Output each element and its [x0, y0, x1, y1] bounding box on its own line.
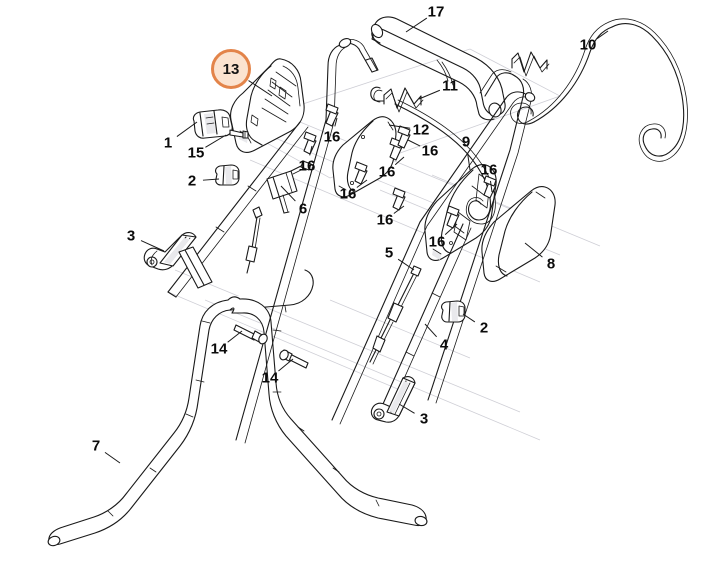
part-17-handle-grip	[370, 16, 506, 121]
leader-line	[424, 323, 437, 338]
part-14-bolt-a	[233, 324, 268, 345]
callout-label-4[interactable]: 4	[439, 336, 449, 354]
leader-line	[278, 358, 294, 372]
screw-16-g	[392, 187, 406, 211]
callout-label-3[interactable]: 3	[126, 227, 136, 245]
callout-label-7[interactable]: 7	[91, 437, 101, 455]
callout-label-1[interactable]: 1	[163, 134, 173, 152]
leader-line	[394, 156, 405, 166]
part-9-right-side-cover	[424, 164, 497, 261]
leader-line	[309, 145, 313, 156]
leader-line	[104, 451, 121, 464]
callout-label-16[interactable]: 16	[428, 233, 446, 251]
leader-line	[444, 223, 458, 236]
leader-line	[596, 30, 609, 40]
part-6-bracket	[266, 160, 312, 214]
wire-clip-right	[511, 51, 550, 77]
part-8-right-cover	[481, 186, 556, 282]
part-2-clip-right	[441, 300, 466, 323]
leader-line	[397, 258, 415, 271]
part-10-cable-loop	[510, 18, 688, 162]
part-7-lower-handle-bar	[47, 269, 428, 547]
part-1-clamp-block	[192, 109, 233, 139]
leader-line	[418, 89, 441, 100]
leader-line	[462, 313, 476, 323]
part-11-wire-clip	[370, 86, 424, 113]
screw-16-b	[303, 131, 317, 155]
part-16-screws	[303, 103, 497, 229]
callout-label-2[interactable]: 2	[479, 319, 489, 337]
callout-label-14[interactable]: 14	[261, 369, 279, 387]
part-3-lever-right	[370, 376, 416, 423]
leader-line	[334, 117, 338, 127]
screw-16-h	[446, 205, 460, 229]
leader-line	[205, 134, 227, 148]
leader-line	[248, 80, 273, 97]
leader-line	[227, 330, 243, 343]
callout-label-6[interactable]: 6	[298, 200, 308, 218]
callout-label-16[interactable]: 16	[480, 161, 498, 179]
callout-label-12[interactable]: 12	[412, 121, 430, 139]
part-14-bolt-b	[279, 349, 309, 369]
leader-line	[467, 152, 471, 171]
callout-label-16[interactable]: 16	[323, 128, 341, 146]
callout-label-3[interactable]: 3	[419, 410, 429, 428]
leader-line	[202, 178, 220, 181]
leader-line	[388, 124, 411, 129]
part-2-clip-left	[215, 164, 240, 186]
callout-label-16[interactable]: 16	[378, 163, 396, 181]
part-5-rod-right	[369, 265, 422, 365]
leader-line	[140, 240, 165, 252]
cable-rod-left	[245, 206, 263, 274]
leader-line	[176, 121, 198, 137]
callout-label-15[interactable]: 15	[187, 144, 205, 162]
callout-label-9[interactable]: 9	[461, 133, 471, 151]
callout-label-16[interactable]: 16	[376, 211, 394, 229]
leader-line	[407, 139, 421, 147]
leader-line	[489, 180, 493, 193]
callout-label-11[interactable]: 11	[442, 77, 458, 95]
part-12-left-side-cover	[332, 116, 397, 198]
callout-label-16[interactable]: 16	[339, 185, 357, 203]
leader-line	[356, 179, 368, 188]
callout-label-16[interactable]: 16	[298, 157, 316, 175]
callout-label-17[interactable]: 17	[427, 3, 445, 21]
leader-line	[280, 185, 296, 202]
callout-label-10[interactable]: 10	[579, 36, 597, 54]
part-13-console-panel	[230, 58, 305, 153]
upper-handle-tubes	[167, 38, 536, 444]
screw-16-a	[325, 103, 339, 127]
highlighted-part-badge-13[interactable]: 13	[211, 49, 251, 89]
leader-line	[405, 17, 428, 33]
screw-16-d	[397, 125, 411, 149]
callout-label-8[interactable]: 8	[546, 255, 556, 273]
callout-label-16[interactable]: 16	[421, 142, 439, 160]
leader-line	[524, 242, 543, 258]
callout-leader-lines	[104, 17, 609, 464]
part-15-screw	[229, 129, 249, 139]
callout-label-14[interactable]: 14	[210, 340, 228, 358]
leader-line	[393, 205, 405, 214]
callout-label-5[interactable]: 5	[384, 244, 394, 262]
callout-label-2[interactable]: 2	[187, 172, 197, 190]
part-3-lever-left	[143, 232, 213, 289]
leader-line	[398, 403, 415, 414]
